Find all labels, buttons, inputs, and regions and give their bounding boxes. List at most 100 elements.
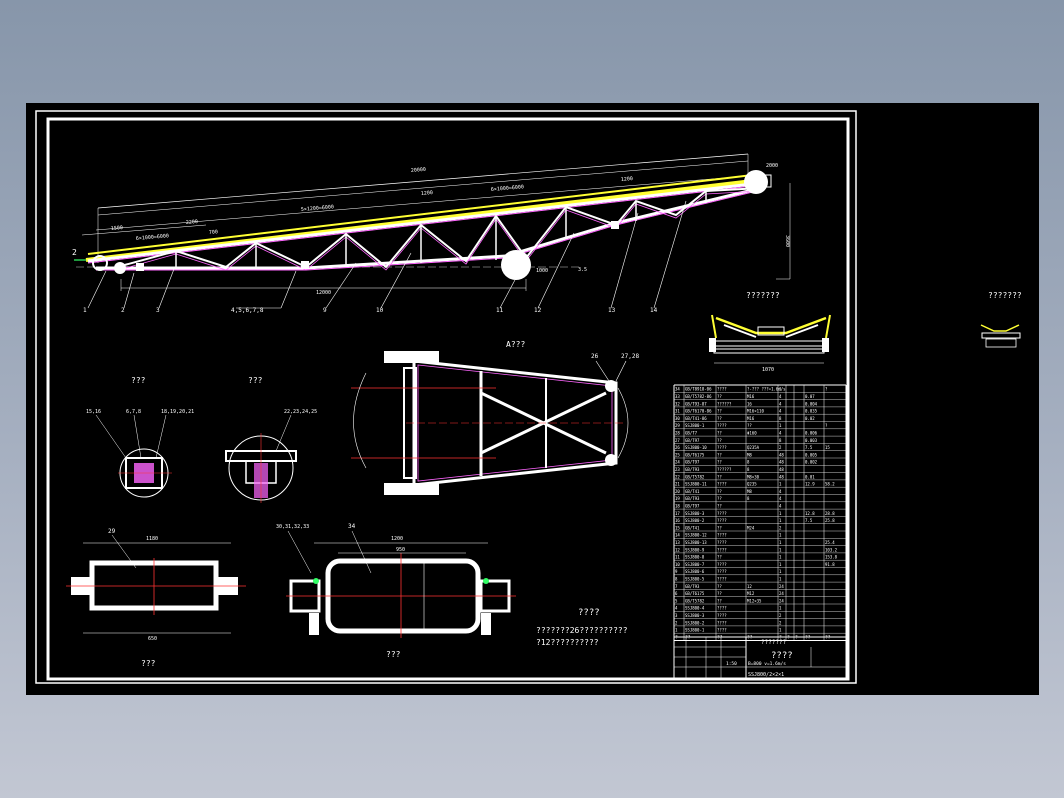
bom-cell: 16 [747, 401, 752, 406]
dim-5: 1200 [421, 190, 433, 197]
bom-cell: 8 [747, 467, 750, 472]
bom-cell: GB/T5782 [685, 598, 705, 603]
bom-header-cell: ? [675, 635, 678, 641]
dim-4: 1200 [621, 176, 633, 183]
bom-cell: ?-??? ???=1.6m/s [747, 387, 786, 392]
section-1: ??? 15,16 6,7,8 18,19,20,21 [86, 376, 194, 498]
bom-cell: 17 [675, 511, 680, 516]
dim-0: 1500 [111, 225, 123, 232]
tail-dim-2: 950 [396, 547, 405, 553]
bom-cell: 5 [675, 598, 678, 603]
bom-cell: 0.006 [805, 431, 818, 436]
drive-label: ??? [141, 659, 156, 668]
bom-cell: 3 [675, 613, 678, 618]
bom-cell: 24 [779, 598, 784, 603]
bom-cell: 48 [779, 467, 784, 472]
bom-cell: 48 [779, 460, 784, 465]
balloon-3: 3 [156, 307, 160, 314]
bom-cell: 22 [675, 474, 680, 479]
dim-2: 6×1000=6000 [136, 233, 170, 242]
bom-cell: ?? [717, 504, 722, 509]
bom-cell: M8×30 [747, 474, 760, 479]
idler-section: ??????? 1070 [709, 291, 831, 373]
section-1-label: ??? [131, 376, 146, 385]
bom-cell: ???? [717, 423, 727, 428]
bom-cell: GB/T7 [685, 431, 698, 436]
bom-cell: GB/T5782-86 [685, 394, 712, 399]
bom-cell: 0.07 [805, 394, 815, 399]
bom-cell: 30 [675, 416, 680, 421]
bom-cell: GB/T41 [685, 489, 700, 494]
balloon-1: 1 [83, 307, 87, 314]
bom-cell: SSJ800-3 [685, 613, 705, 618]
span-dim: 12000 [316, 290, 331, 296]
bom-cell: SSJ800-10 [685, 445, 707, 450]
bom-cell: GB/T8918-06 [685, 387, 712, 392]
bom-cell: 8 [779, 416, 782, 421]
inner-frame [46, 117, 850, 681]
bom-cell: ?? [717, 591, 722, 596]
bom-cell: 10 [675, 562, 680, 567]
bom-cell: 1 [779, 423, 782, 428]
bom-cell: ???? [717, 562, 727, 567]
slope-dim: 3.5 [578, 267, 587, 273]
bom-cell: ?? [717, 555, 722, 560]
bom-header-cell: ? [787, 635, 790, 641]
section-2: ??? 22,23,24,25 [225, 376, 317, 503]
bom-cell: 0.002 [805, 460, 818, 465]
bom-cell: SSJ800-8 [685, 555, 705, 560]
bom-cell: ???? [717, 540, 727, 545]
bom-cell: 4 [779, 394, 782, 399]
bom-cell: GB/T6175 [685, 591, 705, 596]
bom-cell: 25.4 [825, 540, 835, 545]
bom-cell: 1 [779, 547, 782, 552]
bom-cell: 4 [779, 496, 782, 501]
bom-cell: ???? [717, 533, 727, 538]
bom-cell: SSJ800-2 [685, 620, 705, 625]
outer-frame [35, 110, 857, 684]
bom-cell: 0.003 [805, 438, 818, 443]
height-dim: 3600 [784, 235, 790, 247]
bom-cell: 12 [747, 584, 752, 589]
bom-cell: 1 [779, 569, 782, 574]
conveyor-elevation [74, 153, 791, 291]
left-marker: 2 [72, 248, 77, 257]
dim-3: 5×1200=6000 [301, 204, 335, 213]
drive-tag: 29 [108, 528, 116, 535]
bom-cell: 1 [675, 628, 678, 633]
bom-cell: ???? [717, 606, 727, 611]
bom-cell: SSJ800-1 [685, 423, 705, 428]
bom-cell: ?????? [717, 401, 732, 406]
bom-cell: 1 [779, 511, 782, 516]
bom-cell: ?????? [717, 467, 732, 472]
bom-cell: SSJ800-1 [685, 628, 705, 633]
bom-cell: 7.5 [805, 445, 813, 450]
bom-cell: 2 [779, 445, 782, 450]
bom-cell: 18 [675, 504, 680, 509]
tail-dim-1: 1200 [391, 536, 403, 542]
title-name: ???? [771, 651, 793, 661]
bom-cell: SSJ800-5 [685, 577, 705, 582]
tech-notes: ???? ???????26?????????? ?12?????????? [536, 608, 628, 647]
bom-cell: 2 [779, 525, 782, 530]
bom-cell: SSJ800-13 [685, 540, 707, 545]
dim-6: 6×1000=6000 [491, 184, 525, 193]
bom-cell: GB/T5782 [685, 474, 705, 479]
bom-cell: ???? [717, 613, 727, 618]
section-1-tag-a: 15,16 [86, 409, 101, 415]
title-company: ??????? [761, 639, 787, 646]
bom-cell: 48 [779, 452, 784, 457]
cad-viewport[interactable]: 20000 1500 2200 6×1000=6000 5×1200=6000 … [26, 103, 1039, 695]
title-name2: B=800 v=1.6m/s [748, 661, 786, 667]
bom-cell: 12.8 [805, 511, 815, 516]
bom-cell: 7 [675, 584, 678, 589]
bom-cell: 0.02 [805, 416, 815, 421]
bom-cell: 9 [675, 569, 678, 574]
bom-cell: ?? [717, 525, 722, 530]
bom-cell: M16×110 [747, 409, 764, 414]
bom-cell: 1 [779, 555, 782, 560]
bom-cell: 34 [675, 387, 680, 392]
bom-cell: ?? [717, 438, 722, 443]
bom-cell: Φ160 [747, 431, 757, 436]
